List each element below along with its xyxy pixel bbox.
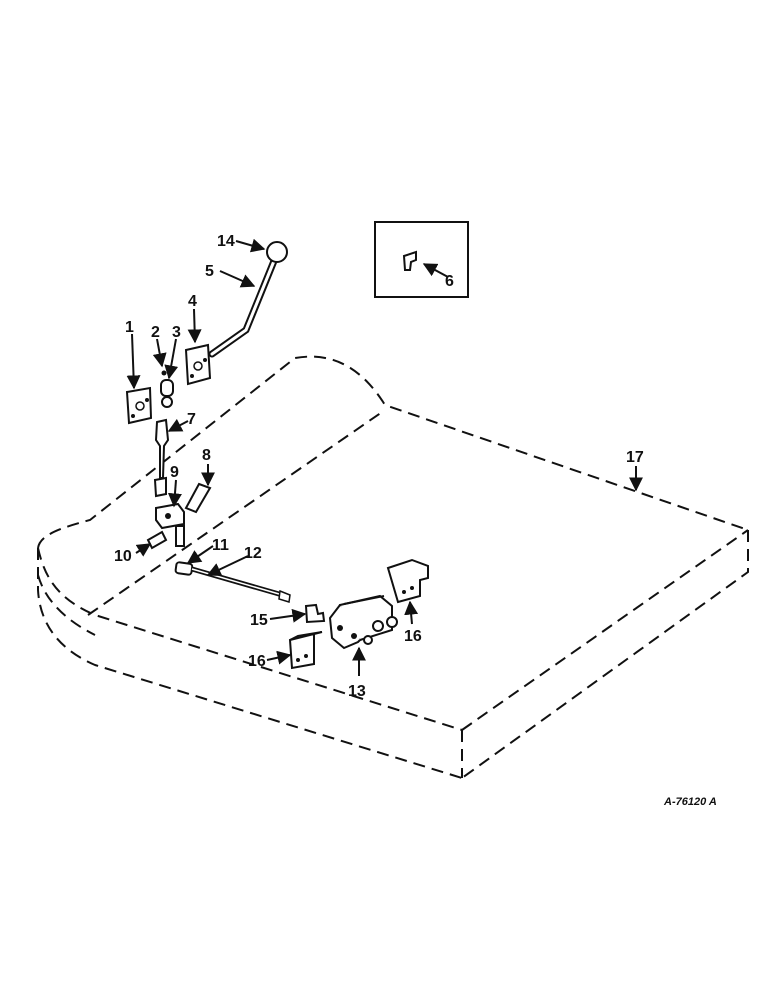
valve-13: [328, 594, 398, 650]
ball-joint: [160, 370, 174, 408]
leader-lines: [126, 238, 643, 676]
pin-part-6: [402, 250, 417, 271]
pin-10: [146, 530, 168, 550]
callout-16-left: 16: [248, 653, 266, 670]
lever-knob: [266, 241, 288, 263]
shift-lever: [208, 241, 288, 358]
link-7: [153, 418, 170, 498]
pin-8: [184, 482, 212, 514]
plate-4: [184, 343, 212, 386]
clip-15: [304, 603, 326, 624]
callout-6: 6: [445, 273, 454, 290]
callout-5: 5: [205, 263, 214, 280]
callout-10: 10: [114, 548, 132, 565]
callout-14: 14: [217, 233, 235, 250]
platform-outline: [37, 355, 749, 779]
callout-15: 15: [250, 612, 268, 629]
callout-12: 12: [244, 545, 262, 562]
control-rod: [174, 561, 291, 603]
callout-7: 7: [187, 411, 196, 428]
callout-9: 9: [170, 464, 179, 481]
callout-8: 8: [202, 447, 211, 464]
callout-13: 13: [348, 683, 366, 700]
callout-3: 3: [172, 324, 181, 341]
callouts: 14 5 6 4 1 2 3 7 8 9 10 11 12 15 16 16 1…: [114, 233, 717, 808]
drawing-number: A-76120 A: [663, 796, 717, 808]
callout-4: 4: [188, 293, 197, 310]
callout-11: 11: [212, 537, 229, 554]
callout-2: 2: [151, 324, 160, 341]
callout-17: 17: [626, 449, 644, 466]
plate-1: [125, 386, 153, 425]
inset-box: [374, 221, 469, 298]
bracket-16-right: [386, 558, 429, 604]
callout-16-right: 16: [404, 628, 422, 645]
callout-1: 1: [125, 319, 134, 336]
bracket-16-left: [288, 631, 323, 670]
